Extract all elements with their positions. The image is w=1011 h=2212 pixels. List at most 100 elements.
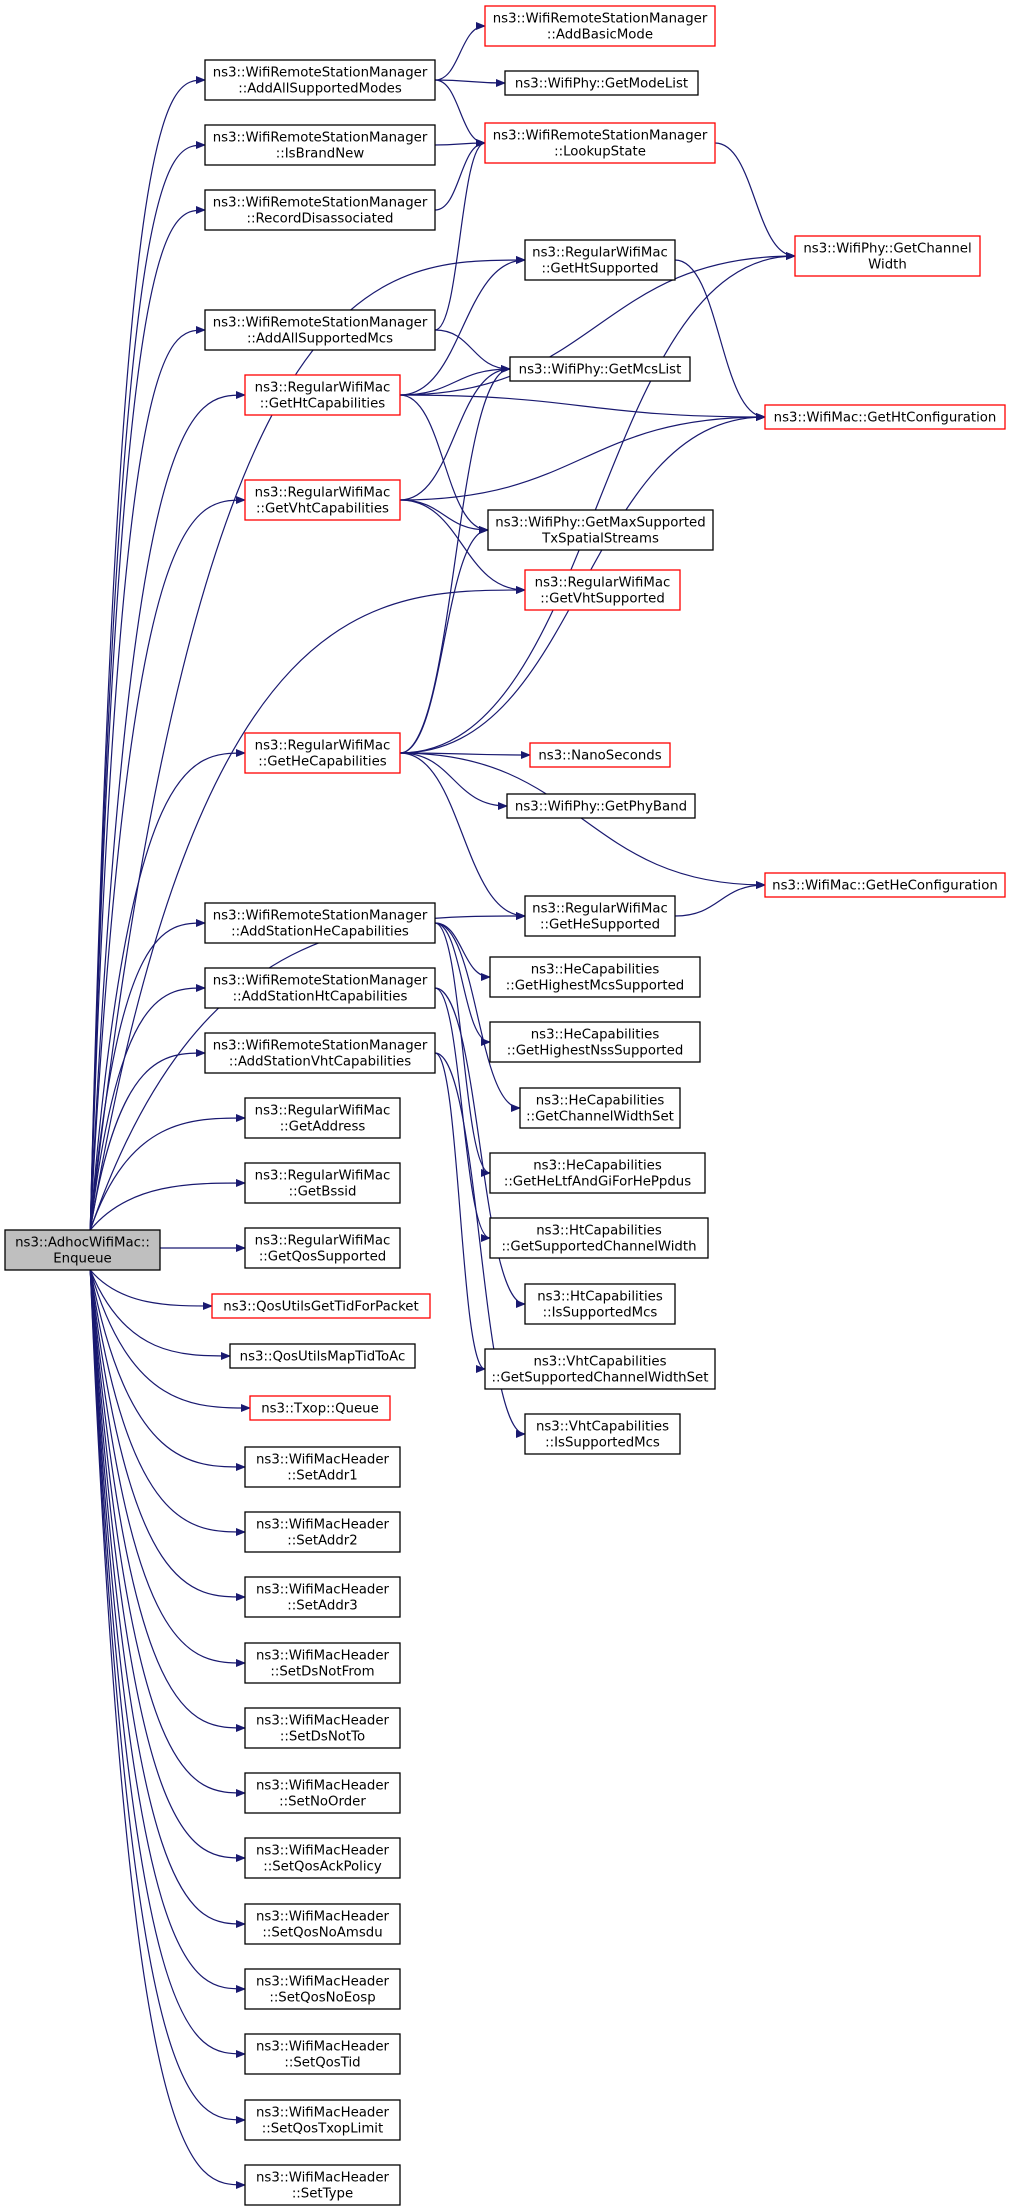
edge-enqueue-to-isbrandnew [89,141,206,1231]
node-gethesup[interactable]: ns3::RegularWifiMac::GetHeSupported [524,895,676,937]
node-qostidpacket[interactable]: ns3::QosUtilsGetTidForPacket [211,1293,431,1319]
edge-addallmcs-to-lookupstate [434,139,486,331]
edge-enqueue-to-addstavht [89,1049,206,1231]
node-setaddr3[interactable]: ns3::WifiMacHeader::SetAddr3 [244,1576,401,1618]
node-htsupmcs[interactable]: ns3::HtCapabilities::IsSupportedMcs [524,1283,676,1325]
node-label-line: ns3::WifiRemoteStationManager [213,909,428,924]
node-label-line: ns3::WifiMacHeader [256,1583,390,1598]
node-label-line: ns3::RegularWifiMac [255,739,391,754]
node-enqueue[interactable]: ns3::AdhocWifiMac::Enqueue [4,1229,161,1271]
node-getchanwidth[interactable]: ns3::WifiPhy::GetChannelWidth [794,235,981,277]
node-setqosack[interactable]: ns3::WifiMacHeader::SetQosAckPolicy [244,1837,401,1879]
node-setnoorder[interactable]: ns3::WifiMacHeader::SetNoOrder [244,1772,401,1814]
node-getvhtcap[interactable]: ns3::RegularWifiMac::GetVhtCapabilities [244,479,401,521]
node-addbasicmode[interactable]: ns3::WifiRemoteStationManager::AddBasicM… [484,5,716,47]
node-label-line: ::GetHeSupported [540,918,660,933]
node-settype[interactable]: ns3::WifiMacHeader::SetType [244,2164,401,2206]
node-txopqueue[interactable]: ns3::Txop::Queue [249,1395,391,1421]
node-box [244,1227,401,1269]
node-label-line: ns3::RegularWifiMac [255,1234,391,1249]
node-box [244,1772,401,1814]
node-qosmaptid[interactable]: ns3::QosUtilsMapTidToAc [229,1343,416,1369]
node-box [529,742,671,768]
node-addstahe[interactable]: ns3::WifiRemoteStationManager::AddStatio… [204,902,436,944]
node-box [519,1087,681,1129]
node-setqosnoamsdu[interactable]: ns3::WifiMacHeader::SetQosNoAmsdu [244,1903,401,1945]
node-label-line: ns3::WifiMacHeader [256,2106,390,2121]
node-label-line: ns3::RegularWifiMac [532,246,668,261]
node-box [244,1446,401,1488]
node-getvhtsup[interactable]: ns3::RegularWifiMac::GetVhtSupported [524,569,681,611]
node-label-line: ::GetVhtCapabilities [256,502,389,517]
node-box [244,1642,401,1684]
node-box [524,1413,681,1455]
edge-gethecap-to-getphyband [399,752,508,810]
node-addstavht[interactable]: ns3::WifiRemoteStationManager::AddStatio… [204,1032,436,1074]
node-label-line: ns3::Txop::Queue [261,1402,379,1417]
node-label-line: ::SetQosNoEosp [269,1991,375,2006]
node-label-line: ::SetNoOrder [279,1795,366,1810]
node-box [244,1576,401,1618]
node-getheconf[interactable]: ns3::WifiMac::GetHeConfiguration [764,872,1006,898]
node-heltfgi[interactable]: ns3::HeCapabilities::GetHeLtfAndGiForHeP… [489,1152,706,1194]
node-hehighmcs[interactable]: ns3::HeCapabilities::GetHighestMcsSuppor… [489,956,701,998]
edge-addallmodes-to-lookupstate [434,79,486,147]
node-setdsnotto[interactable]: ns3::WifiMacHeader::SetDsNotTo [244,1707,401,1749]
node-getmodelist[interactable]: ns3::WifiPhy::GetModeList [504,70,699,96]
node-label-line: ns3::WifiMacHeader [256,1844,390,1859]
node-label-line: ::SetType [292,2187,353,2202]
node-label-line: ::AddStationHtCapabilities [233,990,408,1005]
edge-enqueue-to-setdsnotto [89,1269,246,1732]
node-nanoseconds[interactable]: ns3::NanoSeconds [529,742,671,768]
node-setaddr2[interactable]: ns3::WifiMacHeader::SetAddr2 [244,1511,401,1553]
node-setqostid[interactable]: ns3::WifiMacHeader::SetQosTid [244,2033,401,2075]
node-getmaxss[interactable]: ns3::WifiPhy::GetMaxSupportedTxSpatialSt… [487,509,714,551]
node-recorddisassoc[interactable]: ns3::WifiRemoteStationManager::RecordDis… [204,189,436,231]
node-getbssid[interactable]: ns3::RegularWifiMac::GetBssid [244,1162,401,1204]
node-setqosnoeosp[interactable]: ns3::WifiMacHeader::SetQosNoEosp [244,1968,401,2010]
node-label-line: ns3::QosUtilsMapTidToAc [240,1350,406,1365]
node-gethecap[interactable]: ns3::RegularWifiMac::GetHeCapabilities [244,732,401,774]
node-label-line: ns3::WifiPhy::GetPhyBand [515,800,687,815]
node-addallmcs[interactable]: ns3::WifiRemoteStationManager::AddAllSup… [204,309,436,351]
node-gethtsup[interactable]: ns3::RegularWifiMac::GetHtSupported [524,239,676,281]
node-box [506,793,696,819]
node-addallmodes[interactable]: ns3::WifiRemoteStationManager::AddAllSup… [204,59,436,101]
node-label-line: ns3::HeCapabilities [533,1159,662,1174]
node-label-line: ns3::WifiMacHeader [256,1453,390,1468]
node-label-line: ns3::WifiPhy::GetModeList [515,77,688,92]
node-box [489,956,701,998]
node-label-line: ::GetHighestNssSupported [507,1044,684,1059]
node-label-line: ns3::RegularWifiMac [255,486,391,501]
node-htchanwidth[interactable]: ns3::HtCapabilities::GetSupportedChannel… [489,1217,709,1259]
node-getaddress[interactable]: ns3::RegularWifiMac::GetAddress [244,1097,401,1139]
node-vhtchanwidth[interactable]: ns3::VhtCapabilities::GetSupportedChanne… [484,1348,716,1390]
node-box [489,1021,701,1063]
node-getphyband[interactable]: ns3::WifiPhy::GetPhyBand [506,793,696,819]
node-gethtcap[interactable]: ns3::RegularWifiMac::GetHtCapabilities [244,374,401,416]
node-vhtsupmcs[interactable]: ns3::VhtCapabilities::IsSupportedMcs [524,1413,681,1455]
node-setqostxop[interactable]: ns3::WifiMacHeader::SetQosTxopLimit [244,2099,401,2141]
node-hechanwidth[interactable]: ns3::HeCapabilities::GetChannelWidthSet [519,1087,681,1129]
edge-enqueue-to-settype [89,1269,246,2189]
node-lookupstate[interactable]: ns3::WifiRemoteStationManager::LookupSta… [484,122,716,164]
node-label-line: ns3::WifiMac::GetHtConfiguration [774,411,997,426]
node-box [524,569,681,611]
node-box [244,1707,401,1749]
node-getqossup[interactable]: ns3::RegularWifiMac::GetQosSupported [244,1227,401,1269]
node-label-line: ns3::WifiMacHeader [256,1518,390,1533]
node-gethtconf[interactable]: ns3::WifiMac::GetHtConfiguration [764,404,1006,430]
node-isbrandnew[interactable]: ns3::WifiRemoteStationManager::IsBrandNe… [204,124,436,166]
node-setaddr1[interactable]: ns3::WifiMacHeader::SetAddr1 [244,1446,401,1488]
node-label-line: ns3::WifiMacHeader [256,2040,390,2055]
node-setdsnotfrom[interactable]: ns3::WifiMacHeader::SetDsNotFrom [244,1642,401,1684]
node-box [249,1395,391,1421]
node-label-line: ns3::HeCapabilities [531,1028,660,1043]
node-hehighnss[interactable]: ns3::HeCapabilities::GetHighestNssSuppor… [489,1021,701,1063]
node-box [484,1348,716,1390]
node-label-line: ::AddStationVhtCapabilities [229,1055,411,1070]
node-getmcslist[interactable]: ns3::WifiPhy::GetMcsList [509,356,691,382]
edge-enqueue-to-getbssid [89,1179,246,1231]
node-addstaht[interactable]: ns3::WifiRemoteStationManager::AddStatio… [204,967,436,1009]
